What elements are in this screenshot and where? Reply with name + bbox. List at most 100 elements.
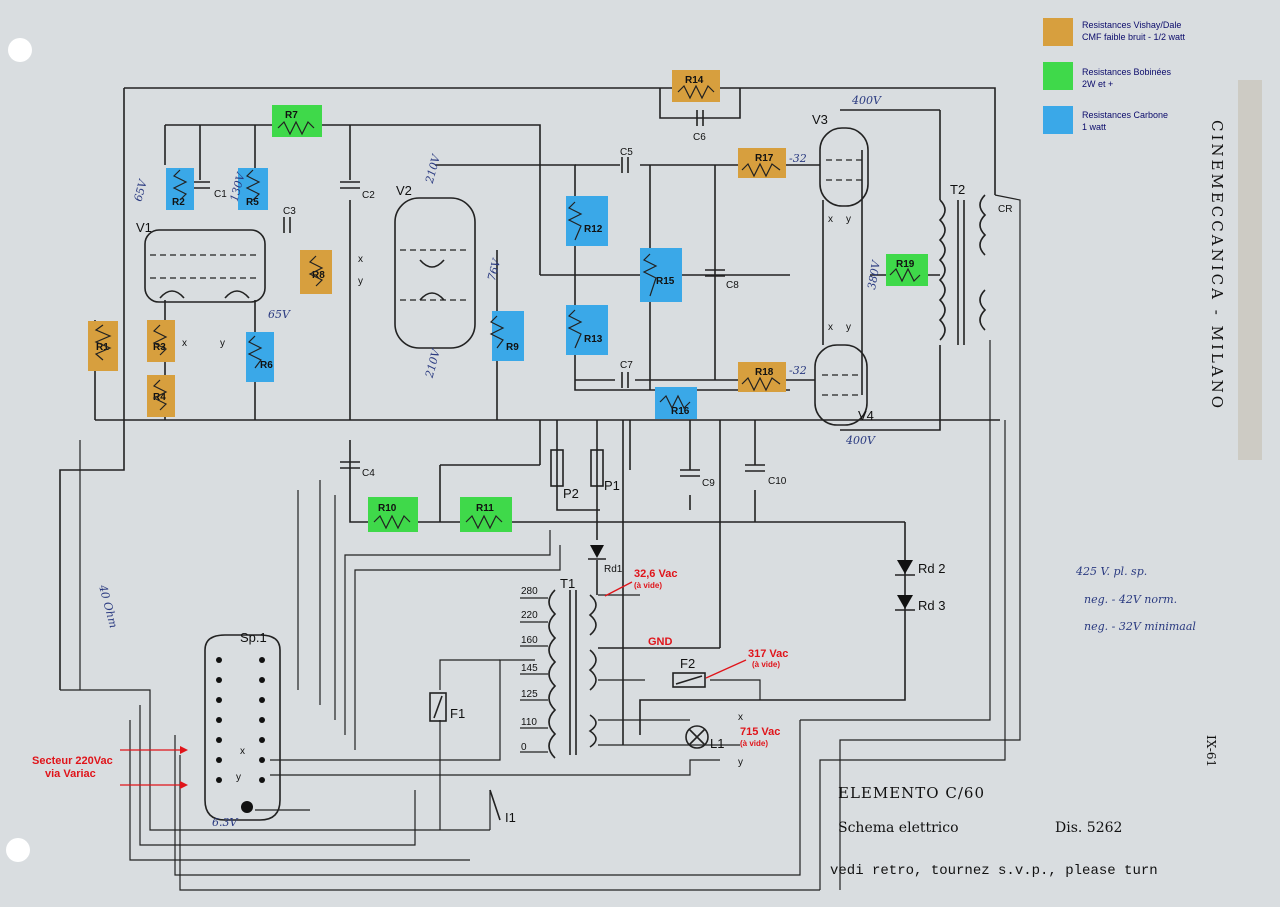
tube-v3 [819,127,869,207]
svg-text:-32: -32 [789,364,807,377]
label-l1: L1 [710,736,724,751]
resistor-r4: R4 [147,375,175,417]
label-p1: P1 [604,478,620,493]
diodes [588,545,915,611]
label-v2: V2 [396,183,412,198]
svg-text:65V: 65V [132,177,151,203]
component-labels: V1 V2 V3 V4 T2 T1 C1 C2 C3 C4 C5 C6 C7 C… [136,112,1012,825]
svg-text:715 Vac: 715 Vac [740,726,780,738]
label-v1: V1 [136,220,152,235]
pin-y-v2: y [358,276,363,287]
svg-text:Resistances Vishay/Dale: Resistances Vishay/Dale [1082,20,1181,30]
svg-text:280: 280 [521,586,538,597]
resistor-r18: R18 [738,362,786,392]
svg-text:145: 145 [521,663,538,674]
svg-text:(à vide): (à vide) [740,739,768,748]
label-c10: C10 [768,476,787,487]
pin-y-out: y [738,757,743,768]
label-c1: C1 [214,189,227,200]
schema-subtitle: Schema elettrico [838,820,959,836]
svg-text:CMF faible bruit - 1/2 watt: CMF faible bruit - 1/2 watt [1082,32,1186,42]
resistor-r1: R1 [88,321,118,371]
svg-text:R16: R16 [671,406,690,417]
pin-y-v3: y [846,214,851,225]
svg-text:6.3V: 6.3V [212,816,238,829]
resistor-zigzags [94,84,921,530]
svg-text:R9: R9 [506,342,519,353]
svg-text:65V: 65V [268,308,291,321]
pin-x-out: x [738,712,743,723]
svg-text:R12: R12 [584,224,603,235]
svg-text:425 V. pl. sp.: 425 V. pl. sp. [1075,565,1147,578]
label-c2: C2 [362,190,375,201]
resistor-r9: R9 [492,311,524,361]
svg-text:R14: R14 [685,75,704,86]
tube-v2 [394,197,476,349]
pin-x-conn: x [240,746,245,757]
pin-x-v3: x [828,214,833,225]
svg-text:R15: R15 [656,276,675,287]
svg-text:160: 160 [521,635,538,646]
svg-text:-32: -32 [789,152,807,165]
t1-taps: 280 220 160 145 125 110 0 [521,586,538,753]
pin-y-v1: y [220,338,225,349]
svg-text:400V: 400V [845,434,876,447]
label-c4: C4 [362,468,375,479]
transformer-t1 [520,589,597,759]
svg-text:0: 0 [521,742,527,753]
svg-text:R3: R3 [153,342,166,353]
svg-text:380V: 380V [865,259,883,291]
svg-text:110: 110 [521,717,537,728]
pin-y-conn: y [236,772,241,783]
svg-text:R19: R19 [896,259,915,270]
label-p2: P2 [563,486,579,501]
svg-text:317 Vac: 317 Vac [748,648,788,660]
resistor-r15: R15 [640,248,682,302]
resistor-r16: R16 [655,387,697,419]
svg-text:R2: R2 [172,197,185,208]
resistor-r17: R17 [738,148,786,178]
drawing-number: Dis. 5262 [1055,820,1122,836]
svg-text:Resistances Bobinées: Resistances Bobinées [1082,67,1172,77]
label-cr: CR [998,204,1012,215]
svg-text:R13: R13 [584,334,603,345]
label-sp1: Sp.1 [240,630,267,645]
label-c6: C6 [693,132,706,143]
turn-note: vedi retro, tournez s.v.p., please turn [830,863,1158,879]
label-v3: V3 [812,112,828,127]
handwritten-notes: 65V 130V 210V 65V 210V 76V 400V 400V 380… [96,94,1197,829]
punch-hole-bottom [6,838,30,862]
label-f2: F2 [680,656,695,671]
legend-swatch-wirewound [1043,62,1073,90]
element-title: ELEMENTO C/60 [838,784,985,802]
tube-v4 [814,344,868,426]
label-v4: V4 [858,408,874,423]
pin-x-v1: x [182,338,187,349]
pin-x-v2: x [358,254,363,265]
svg-text:400V: 400V [851,94,882,107]
resistor-r6: R6 [246,332,274,382]
label-f1: F1 [450,706,465,721]
paper-stain [1238,80,1262,460]
svg-text:GND: GND [648,636,673,648]
svg-text:neg. - 42V norm.: neg. - 42V norm. [1084,593,1177,606]
connector-pins [216,657,265,813]
svg-text:R11: R11 [476,503,494,514]
resistor-r11: R11 [460,497,512,532]
legend-swatch-vishay [1043,18,1073,46]
label-c3: C3 [283,206,296,217]
legend-swatch-carbon [1043,106,1073,134]
svg-text:R7: R7 [285,110,298,121]
brand-vertical: CINEMECCANICA - MILANO [1208,120,1226,411]
label-i1: I1 [505,810,516,825]
svg-text:(à vide): (à vide) [752,660,780,669]
svg-text:R5: R5 [246,197,259,208]
svg-text:2W et +: 2W et + [1082,79,1113,89]
punch-hole-top [8,38,32,62]
transformer-t2 [938,194,987,345]
label-rd2: Rd 2 [918,561,945,576]
svg-text:1 watt: 1 watt [1082,122,1107,132]
resistor-r7: R7 [272,105,322,137]
